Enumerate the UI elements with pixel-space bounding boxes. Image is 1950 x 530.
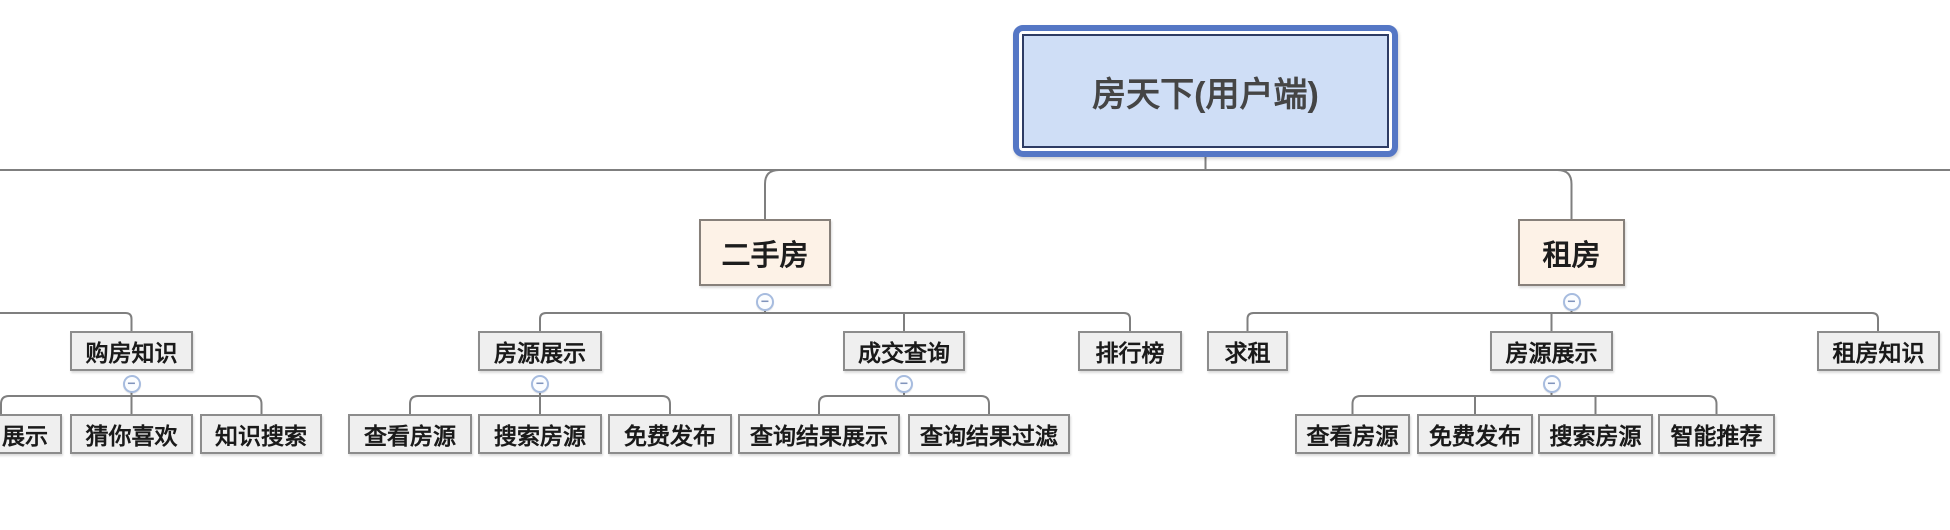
node-smart-recommend[interactable]: 智能推荐 bbox=[1658, 414, 1775, 454]
listing-display-rent-children-bus bbox=[1351, 395, 1718, 414]
second-hand-children-bus bbox=[539, 312, 1131, 331]
rent-connector bbox=[1557, 169, 1573, 219]
root-node[interactable]: 房天下(用户端) bbox=[1013, 25, 1398, 157]
node-display-partial[interactable]: 展示 bbox=[0, 414, 62, 454]
node-free-publish-sh[interactable]: 免费发布 bbox=[608, 414, 732, 454]
buy-knowledge-connector bbox=[0, 312, 133, 331]
collapse-icon[interactable]: − bbox=[895, 375, 913, 393]
node-view-listings-sh[interactable]: 查看房源 bbox=[348, 414, 472, 454]
node-seek-rent[interactable]: 求租 bbox=[1207, 331, 1288, 371]
node-rent[interactable]: 租房 bbox=[1518, 219, 1625, 286]
node-listing-display-sh[interactable]: 房源展示 bbox=[478, 331, 602, 371]
node-search-listings-sh[interactable]: 搜索房源 bbox=[478, 414, 602, 454]
node-buy-knowledge[interactable]: 购房知识 bbox=[70, 331, 193, 371]
collapse-icon[interactable]: − bbox=[531, 375, 549, 393]
collapse-icon[interactable]: − bbox=[756, 293, 774, 311]
root-node-label: 房天下(用户端) bbox=[1022, 34, 1389, 148]
collapse-icon[interactable]: − bbox=[1562, 293, 1581, 311]
node-query-result-filter[interactable]: 查询结果过滤 bbox=[908, 414, 1070, 454]
collapse-icon[interactable]: − bbox=[1542, 375, 1561, 393]
node-guess-you-like[interactable]: 猜你喜欢 bbox=[70, 414, 193, 454]
node-view-listings-rent[interactable]: 查看房源 bbox=[1295, 414, 1410, 454]
node-search-listings-rent[interactable]: 搜索房源 bbox=[1538, 414, 1653, 454]
collapse-icon[interactable]: − bbox=[122, 375, 141, 393]
rent-children-bus bbox=[1246, 312, 1879, 331]
node-query-result-display[interactable]: 查询结果展示 bbox=[738, 414, 900, 454]
node-free-publish-rent[interactable]: 免费发布 bbox=[1417, 414, 1533, 454]
node-second-hand[interactable]: 二手房 bbox=[699, 219, 831, 286]
node-listing-display-rent[interactable]: 房源展示 bbox=[1490, 331, 1613, 371]
node-rent-knowledge[interactable]: 租房知识 bbox=[1817, 331, 1940, 371]
node-ranking[interactable]: 排行榜 bbox=[1078, 331, 1182, 371]
node-deal-query[interactable]: 成交查询 bbox=[843, 331, 965, 371]
deal-query-children-bus bbox=[818, 395, 990, 414]
node-knowledge-search[interactable]: 知识搜索 bbox=[200, 414, 322, 454]
second-hand-connector bbox=[764, 169, 780, 219]
